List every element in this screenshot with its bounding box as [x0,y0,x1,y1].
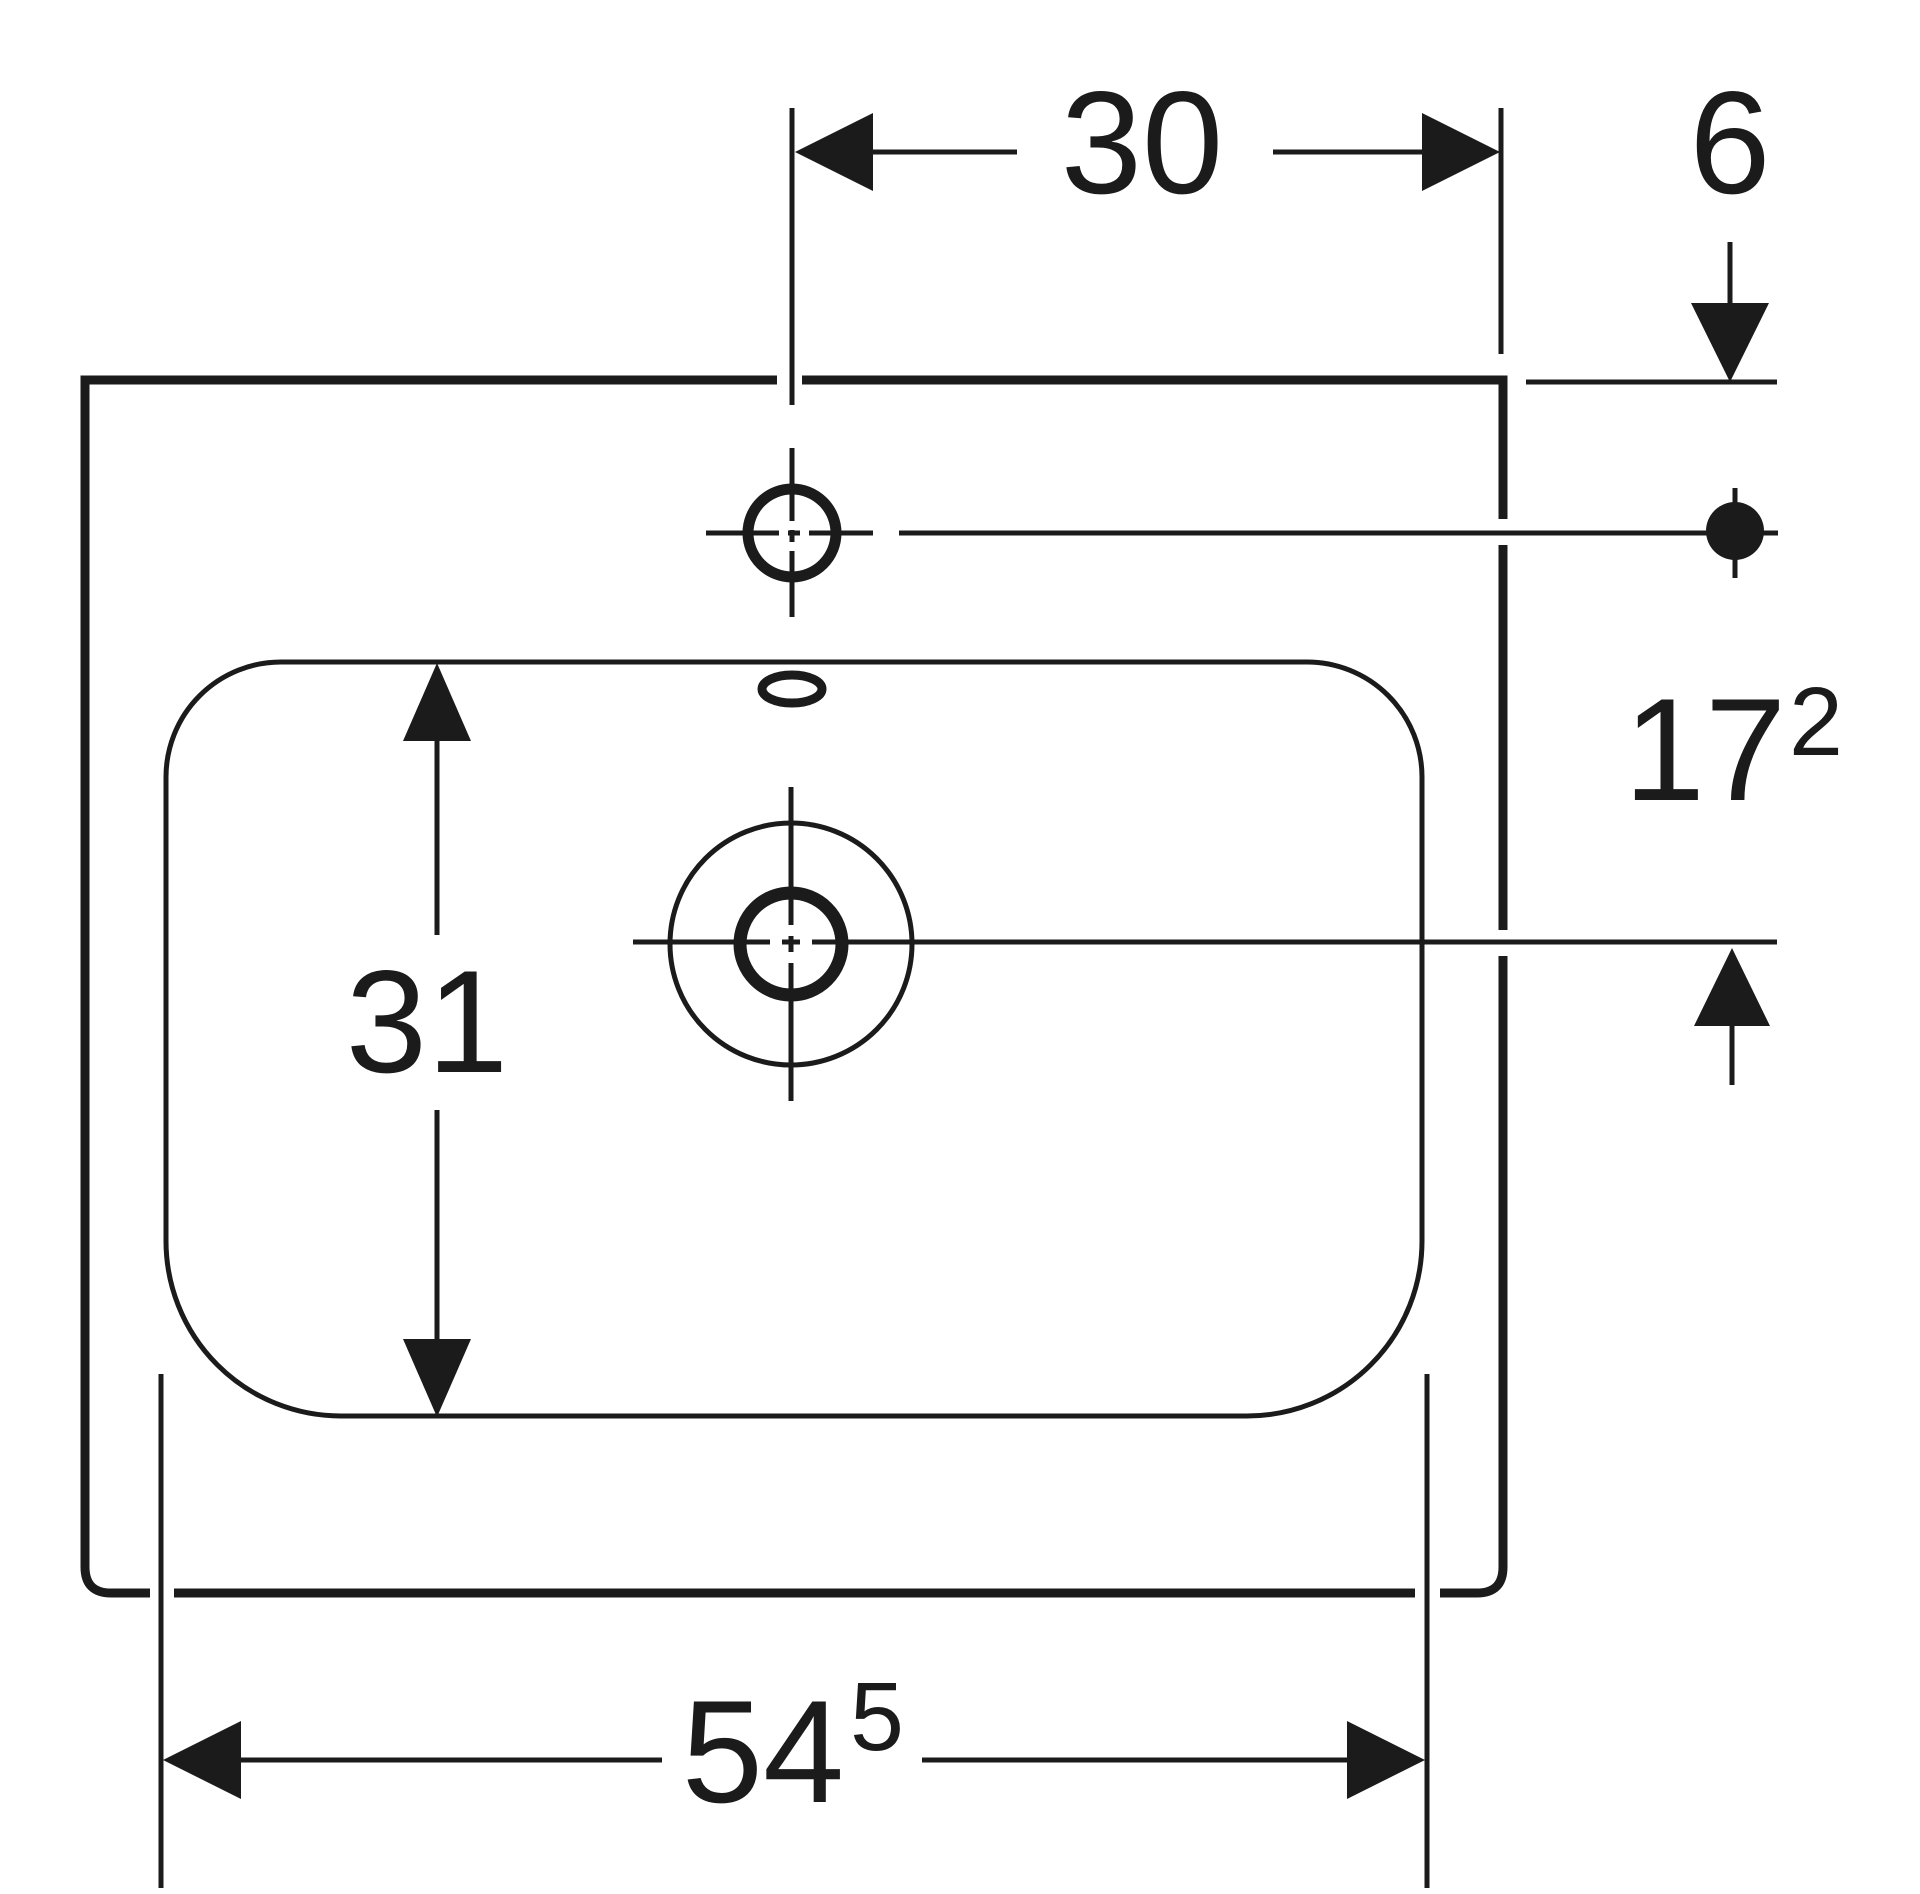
dim31-arrow-down [403,1339,471,1417]
dim54-arrow-left [163,1721,241,1799]
dimension-31: 31 [346,663,508,1417]
dimension-label-30: 30 [1061,61,1223,224]
dim30-arrow-right [1422,113,1500,191]
dimension-6: 6 [1526,61,1777,385]
dim30-arrow-left [795,113,873,191]
dimension-30: 30 [795,61,1504,354]
dimension-17: 17 2 [1624,488,1843,1085]
basin-outline [80,375,1508,1598]
dimension-label-17: 17 [1624,668,1786,831]
overflow-outlet [757,670,827,708]
dimension-label-54: 54 [682,1670,844,1833]
basin-edge-left-top [80,375,777,1598]
basin-edge-right-bottom [1440,956,1508,1598]
dim54-arrow-right [1347,1721,1425,1799]
drain-outlet [633,787,1777,1101]
dim17-arrow-up [1694,948,1770,1026]
dim6-arrow-down [1691,303,1769,382]
basin-edge-top-right [802,375,1508,519]
tap-hole [706,108,1778,617]
dimension-label-31: 31 [346,940,508,1103]
dim31-arrow-up [403,663,471,741]
bowl-outline [163,659,1425,1419]
dimension-label-17-sup: 2 [1789,667,1843,776]
dimension-label-54-sup: 5 [850,1662,904,1771]
dimension-54: 54 5 [158,1374,1430,1888]
dimension-label-6: 6 [1689,61,1770,224]
